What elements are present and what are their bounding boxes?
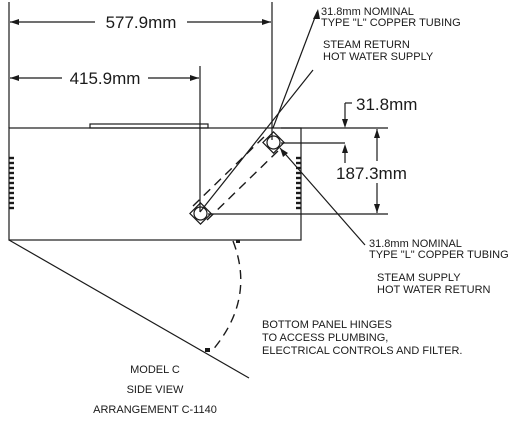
vertical-spacing-label: 187.3mm	[336, 164, 407, 183]
dashed-pipe-run	[192, 133, 282, 221]
top-callout-service-1: STEAM RETURN	[323, 39, 410, 51]
right-louvers	[296, 156, 301, 210]
hinge-note-line-2: TO ACCESS PLUMBING,	[262, 332, 388, 344]
pipe-diameter-dimension: 31.8mm	[342, 95, 417, 163]
upper-pipe-fitting	[262, 131, 285, 154]
bottom-callout-arrow	[280, 148, 288, 157]
diagonal-reference-line	[199, 69, 314, 213]
overall-width-label: 577.9mm	[106, 13, 177, 32]
left-louvers	[9, 156, 14, 210]
top-callout-service-2: HOT WATER SUPPLY	[323, 51, 434, 63]
hinge-swing-arc	[210, 240, 242, 353]
bottom-callout-leader	[279, 147, 366, 246]
hinge-note-line-3: ELECTRICAL CONTROLS AND FILTER.	[262, 345, 462, 357]
top-callout-line-1: 31.8mm NOMINAL	[321, 6, 414, 18]
pipe-diameter-label: 31.8mm	[356, 95, 417, 114]
bottom-callout-line-2: TYPE "L" COPPER TUBING	[369, 249, 509, 261]
cabinet-body	[8, 123, 302, 243]
top-callout-arrow	[313, 9, 320, 19]
pipe-offset-dimension: 415.9mm	[10, 69, 199, 88]
caption-model: MODEL C	[130, 364, 180, 376]
bottom-callout-service-2: HOT WATER RETURN	[377, 284, 491, 296]
vertical-spacing-dimension: 187.3mm	[336, 129, 407, 213]
bottom-callout-service-1: STEAM SUPPLY	[377, 272, 461, 284]
bottom-callout-line-1: 31.8mm NOMINAL	[369, 238, 462, 250]
bottom-panel-open	[8, 239, 250, 379]
hinge-note-line-1: BOTTOM PANEL HINGES	[262, 319, 392, 331]
lower-pipe-fitting	[189, 202, 212, 225]
caption-view: SIDE VIEW	[127, 384, 184, 396]
caption-arrangement: ARRANGEMENT C-1140	[93, 404, 217, 416]
top-callout-line-2: TYPE "L" COPPER TUBING	[321, 17, 461, 29]
overall-width-dimension: 577.9mm	[10, 13, 271, 32]
top-callout-leader	[272, 11, 318, 129]
pipe-offset-label: 415.9mm	[70, 69, 141, 88]
hinge-latch	[205, 348, 210, 352]
